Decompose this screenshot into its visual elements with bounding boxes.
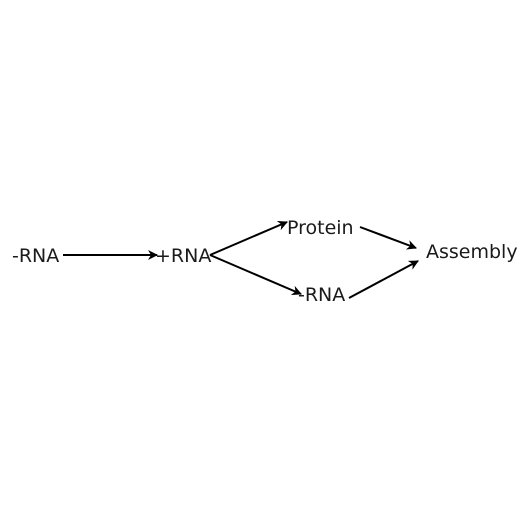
node-assembly: Assembly bbox=[426, 241, 518, 263]
arrow-pos-rna-to-neg-rna bbox=[209, 254, 302, 296]
node-neg-rna-product: -RNA bbox=[298, 284, 345, 306]
arrow-neg-rna-to-assembly bbox=[348, 260, 419, 299]
node-neg-rna-start: -RNA bbox=[12, 245, 59, 267]
node-pos-rna: +RNA bbox=[155, 245, 211, 267]
arrow-pos-rna-to-protein bbox=[209, 220, 288, 256]
node-protein: Protein bbox=[287, 217, 354, 239]
arrow-protein-to-assembly bbox=[359, 226, 417, 250]
